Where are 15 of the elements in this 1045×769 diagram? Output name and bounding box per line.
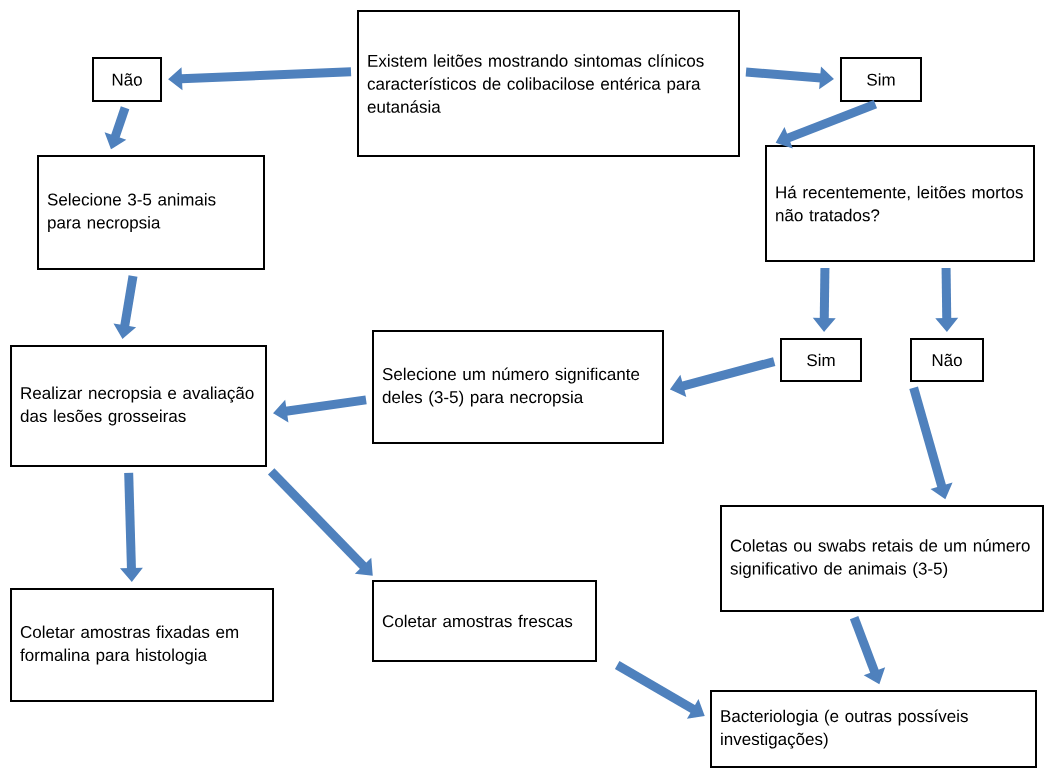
process-box: Coletar amostras frescas [372, 580, 597, 662]
process-box: Coletas ou swabs retais de um número significativo de animais (3-5) [720, 505, 1044, 612]
process-box: Existem leitões mostrando sintomas clínicos característicos de colibacilose entérica para eutanásia [357, 10, 740, 157]
process-box: Selecione um número significante deles (3-5) para necropsia [372, 330, 664, 444]
process-box: Sim [780, 338, 862, 382]
process-box: Realizar necropsia e avaliação das lesões grosseiras [10, 345, 267, 467]
process-box: Há recentemente, leitões mortos não tratados? [765, 145, 1035, 262]
arrow [267, 468, 373, 576]
process-box: Bacteriologia (e outras possíveis investigações) [710, 690, 1037, 768]
process-box: Selecione 3-5 animais para necropsia [37, 155, 265, 270]
process-box: Não [910, 338, 984, 382]
process-box: Sim [840, 57, 922, 102]
arrow [614, 661, 705, 719]
process-box: Coletar amostras fixadas em formalina para histologia [10, 588, 274, 702]
process-box: Não [92, 57, 162, 102]
